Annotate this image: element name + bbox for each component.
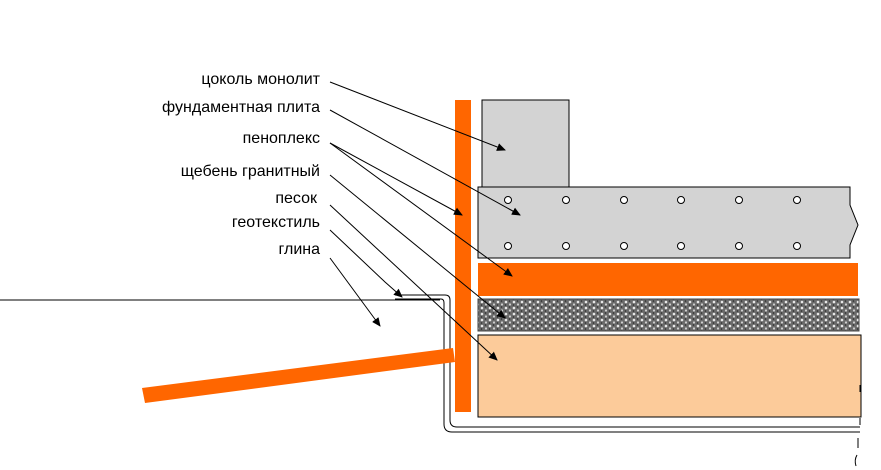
leader-penoplex-2 — [329, 142, 513, 277]
label-slab: фундаментная плита — [162, 99, 320, 116]
penoplex-vertical — [455, 100, 471, 412]
label-gravel: щебень гранитный — [180, 163, 320, 180]
edge-mark — [854, 385, 861, 467]
leader-penoplex-1 — [329, 142, 463, 216]
penoplex-slope — [142, 348, 455, 403]
sand-layer — [477, 334, 862, 418]
label-sand: песок — [275, 190, 317, 207]
rebar-row-bottom — [504, 242, 801, 250]
label-clay: глина — [278, 241, 321, 258]
leader-plinth — [329, 81, 506, 151]
leader-gravel — [329, 174, 506, 319]
foundation-slab — [477, 186, 859, 259]
label-plinth: цоколь монолит — [201, 71, 320, 88]
label-penoplex: пеноплекс — [242, 130, 320, 147]
gravel-layer — [477, 298, 860, 332]
rebar-row-top — [504, 196, 801, 204]
penoplex-layer — [478, 263, 858, 296]
geotextile-inner — [395, 298, 860, 433]
leader-slab — [329, 109, 521, 216]
leader-clay — [329, 257, 381, 327]
leader-sand — [329, 204, 498, 361]
label-geotextile: геотекстиль — [231, 214, 320, 231]
plinth-block — [481, 99, 570, 188]
leader-geotextile — [329, 229, 403, 298]
